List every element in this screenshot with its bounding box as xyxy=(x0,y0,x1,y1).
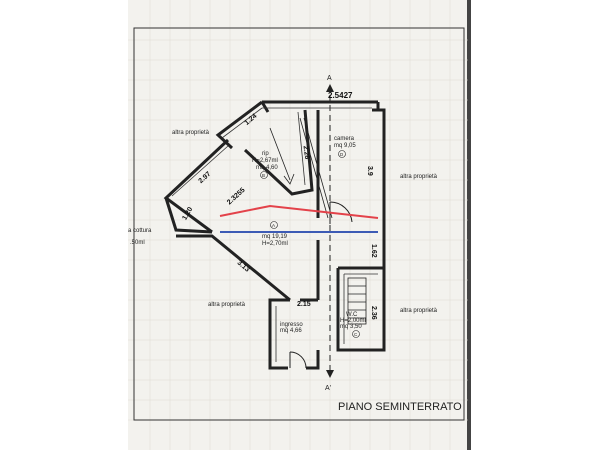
main-area: mq 19,19 xyxy=(262,234,288,240)
dim-camera-h: 3.9 xyxy=(366,166,373,176)
walls xyxy=(163,100,386,370)
left-cut-label: a cottura xyxy=(128,228,152,234)
ingresso-label: ingresso xyxy=(280,322,303,328)
drawing-frame xyxy=(133,27,465,421)
wc-height: H=2,00ml xyxy=(340,318,366,324)
camera-label: camera xyxy=(334,136,355,142)
main-height: H=2,70ml xyxy=(262,241,288,247)
rip-code: B xyxy=(262,173,265,178)
ingresso-area: mq 4,66 xyxy=(280,328,302,334)
rip-code-circle xyxy=(260,171,268,179)
neighbour-nw: altra proprietà xyxy=(172,130,210,136)
camera-code-circle xyxy=(338,150,346,158)
left-cut-dim: .50ml xyxy=(130,240,145,246)
paper-sheet xyxy=(128,0,468,450)
wc-area: mq 3,50 xyxy=(340,324,362,330)
plan-title: PIANO SEMINTERRATO xyxy=(338,401,462,413)
neighbour-ne: altra proprietà xyxy=(400,174,438,180)
stairs xyxy=(347,277,367,325)
dim-wc-h: 2.36 xyxy=(370,306,377,320)
main-code: A xyxy=(272,223,275,228)
dim-rip-side: 2.26 xyxy=(301,145,310,160)
rip-area: mq 4,60 xyxy=(256,165,278,171)
section-arrow-bottom xyxy=(326,370,334,378)
section-bottom-letter: A' xyxy=(325,385,331,392)
camera-area: mq 9,05 xyxy=(334,143,356,149)
grid-lines xyxy=(128,0,468,450)
main-code-circle xyxy=(270,221,278,229)
red-section-mark xyxy=(219,204,379,219)
section-arrow-top xyxy=(326,84,334,92)
rip-label: rip xyxy=(262,151,269,157)
wc-code: C xyxy=(354,332,358,337)
slanted-element xyxy=(299,117,333,219)
rip-slope-arrow xyxy=(269,127,295,185)
dim-diag-bottom: 3.13 xyxy=(236,260,251,274)
neighbour-sw: altra proprietà xyxy=(208,302,246,308)
dim-mid-right: 1.62 xyxy=(370,244,377,258)
neighbour-se: altra proprietà xyxy=(400,308,438,314)
camera-code: D xyxy=(340,152,344,157)
wc-label: W.C xyxy=(346,312,358,318)
section-top-letter: A xyxy=(327,75,332,82)
dim-angled-long: 2.3255 xyxy=(226,187,247,207)
ingresso-door xyxy=(289,351,307,369)
paper-edge-shadow xyxy=(467,0,471,450)
wall-inner-lines xyxy=(171,107,378,362)
dim-ingresso-w: 2.15 xyxy=(297,301,311,308)
rip-height: H=2,67ml xyxy=(252,158,278,164)
wc-code-circle xyxy=(352,330,360,338)
dim-top: 2.5427 xyxy=(328,91,353,100)
